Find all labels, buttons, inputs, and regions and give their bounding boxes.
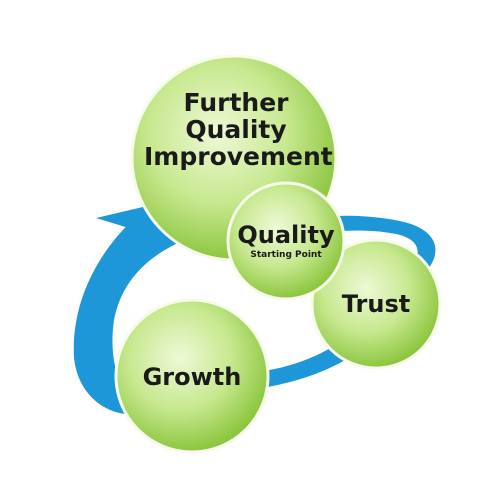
- quality-bubble: [226, 181, 346, 301]
- further-line-2: Quality: [185, 115, 287, 144]
- growth-label: Growth: [142, 363, 242, 391]
- trust-bubble: [310, 238, 442, 370]
- cycle-arrow: [73, 182, 245, 415]
- further-line-3: Improvement: [144, 142, 333, 171]
- further-line-1: Further: [183, 88, 289, 117]
- quality-subtitle: Starting Point: [250, 250, 322, 260]
- further-quality-label: Further Quality Improvement: [144, 88, 333, 171]
- growth-bubble: [114, 298, 270, 454]
- quality-title: Quality: [237, 221, 335, 249]
- trust-label: Trust: [341, 290, 411, 318]
